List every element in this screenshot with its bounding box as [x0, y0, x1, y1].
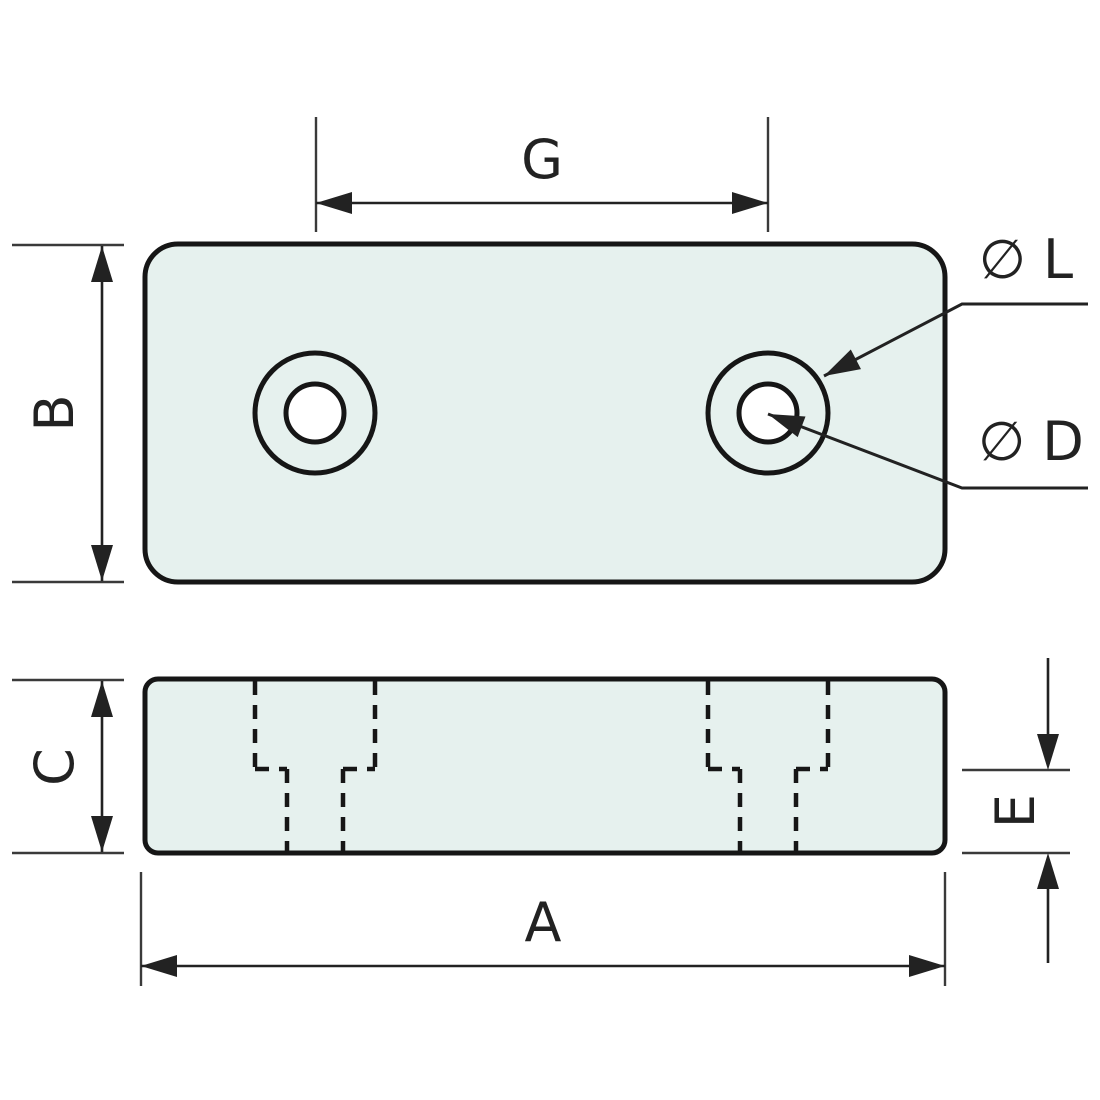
leader-hole-diameter: ∅ D: [767, 410, 1088, 490]
dimension-A: A: [139, 872, 947, 986]
leader-counterbore-diameter: ∅ L: [823, 228, 1088, 378]
arrowhead: [824, 349, 861, 376]
dimension-E-label: E: [984, 794, 1047, 828]
counterbore-diameter-label: ∅ L: [979, 228, 1073, 291]
left-hole-counterbore-circle: [252, 350, 378, 476]
arrowhead-up: [91, 246, 113, 282]
hole-diameter-label: ∅ D: [978, 410, 1084, 473]
dimension-G-label: G: [521, 128, 563, 191]
dimension-G: G: [314, 117, 770, 232]
top-view: [142, 241, 948, 585]
dimension-B: B: [12, 243, 124, 584]
dimension-A-label: A: [525, 891, 562, 954]
leader-line: [823, 302, 1088, 378]
plate-side-view-outline: [142, 676, 948, 856]
arrowhead-left: [141, 955, 177, 977]
right-hole-bore-circle: [736, 381, 800, 445]
arrowhead-up: [1037, 853, 1059, 889]
arrowhead-right: [732, 192, 768, 214]
arrowhead-left: [316, 192, 352, 214]
dimension-E: E: [962, 658, 1070, 963]
dimension-C-label: C: [23, 748, 86, 786]
side-view: [142, 676, 948, 856]
right-hole-hidden-lines: [705, 681, 831, 851]
plate-top-view-outline: [142, 241, 948, 585]
dimension-C: C: [12, 678, 124, 855]
left-hole-bore-circle: [283, 381, 347, 445]
left-hole-hidden-lines: [252, 681, 378, 851]
dimension-B-label: B: [23, 394, 86, 431]
arrowhead-right: [909, 955, 945, 977]
right-hole-counterbore-circle: [705, 350, 831, 476]
arrowhead-down: [91, 816, 113, 852]
arrowhead-down: [1037, 734, 1059, 770]
arrowhead: [768, 414, 806, 438]
arrowhead-up: [91, 681, 113, 717]
leader-line: [767, 412, 1088, 490]
arrowhead-down: [91, 545, 113, 581]
